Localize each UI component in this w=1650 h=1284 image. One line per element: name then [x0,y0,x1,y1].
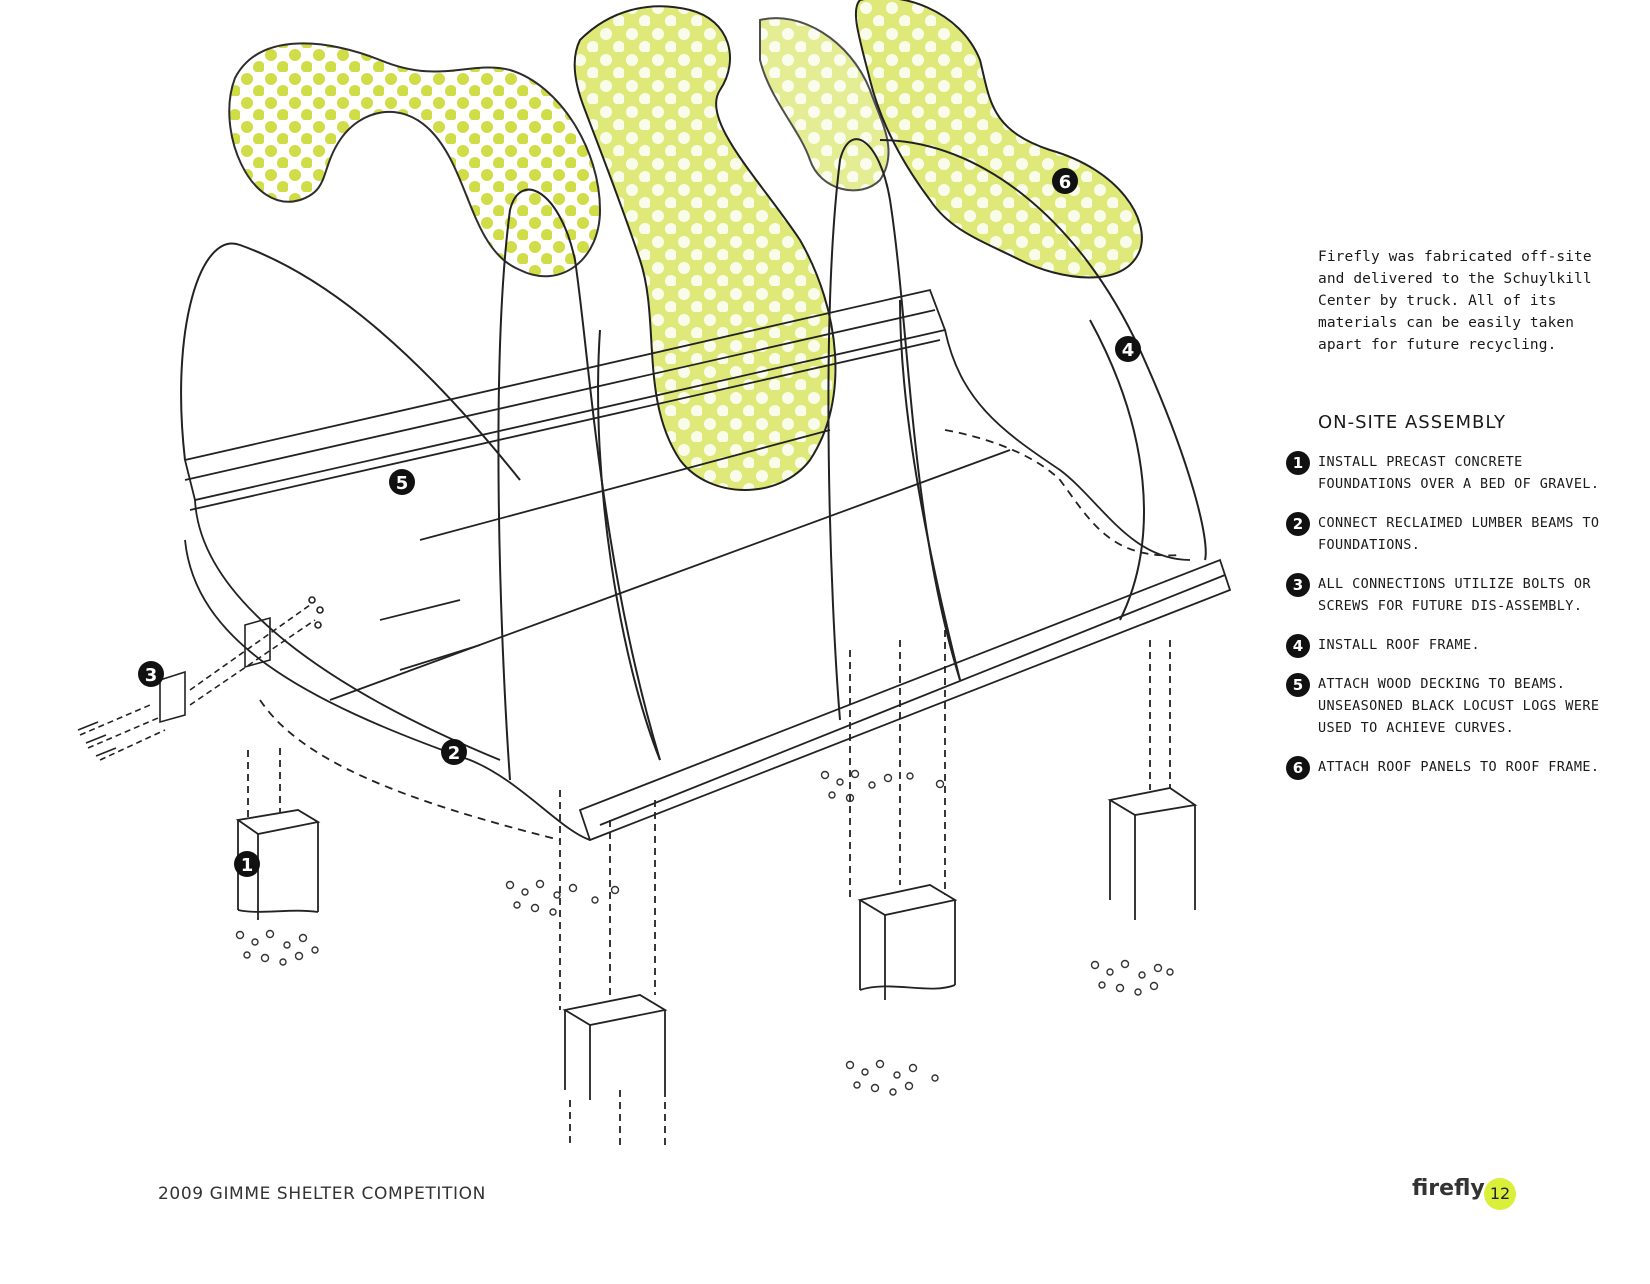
step-text: ATTACH ROOF PANELS TO ROOF FRAME. [1318,759,1600,775]
svg-text:6: 6 [1059,172,1072,193]
step-text: CONNECT RECLAIMED LUMBER BEAMS TO FOUNDA… [1318,515,1600,553]
roof-panel-right [854,0,1143,279]
callout-5: 5 [389,469,415,495]
assembly-step: 4 INSTALL ROOF FRAME. [1286,634,1618,658]
gravel-beds [235,769,1174,1096]
assembly-step: 3 ALL CONNECTIONS UTILIZE BOLTS OR SCREW… [1286,573,1618,617]
side-panel: Firefly was fabricated off-site and deli… [1286,246,1618,795]
assembly-step: 6 ATTACH ROOF PANELS TO ROOF FRAME. [1286,756,1618,780]
assembly-step: 1 INSTALL PRECAST CONCRETE FOUNDATIONS O… [1286,451,1618,495]
step-number: 1 [1286,451,1310,475]
svg-text:5: 5 [396,473,409,494]
intro-text: Firefly was fabricated off-site and deli… [1318,249,1592,353]
step-number: 3 [1286,573,1310,597]
brand-logo: firefly [1412,1176,1485,1201]
svg-text:1: 1 [241,855,254,876]
step-text: ALL CONNECTIONS UTILIZE BOLTS OR SCREWS … [1318,576,1591,614]
step-number: 4 [1286,634,1310,658]
callout-4: 4 [1115,336,1141,362]
step-text: INSTALL ROOF FRAME. [1318,637,1481,653]
connection-hardware [77,596,324,761]
roof-panel-left [228,42,602,278]
assembly-step: 5 ATTACH WOOD DECKING TO BEAMS. UNSEASON… [1286,673,1618,739]
callout-6: 6 [1052,168,1078,194]
callout-2: 2 [441,739,467,765]
foundations [235,630,1198,1145]
competition-title: 2009 GIMME SHELTER COMPETITION [158,1184,486,1204]
assembly-steps: 1 INSTALL PRECAST CONCRETE FOUNDATIONS O… [1286,451,1618,780]
step-text: INSTALL PRECAST CONCRETE FOUNDATIONS OVE… [1318,454,1600,492]
svg-text:4: 4 [1122,340,1135,361]
roof-panels [228,0,1143,491]
step-text: ATTACH WOOD DECKING TO BEAMS. UNSEASONED… [1318,676,1600,736]
step-number: 6 [1286,756,1310,780]
assembly-title: ON-SITE ASSEMBLY [1318,412,1507,433]
dashed-outline [259,429,1181,841]
step-number: 5 [1286,673,1310,697]
assembly-step: 2 CONNECT RECLAIMED LUMBER BEAMS TO FOUN… [1286,512,1618,556]
svg-text:3: 3 [145,665,158,686]
callout-3: 3 [138,661,164,687]
wood-decking [183,288,1232,842]
callout-1: 1 [234,851,260,877]
page-number-badge: 12 [1484,1178,1516,1210]
step-number: 2 [1286,512,1310,536]
svg-text:2: 2 [448,743,461,764]
